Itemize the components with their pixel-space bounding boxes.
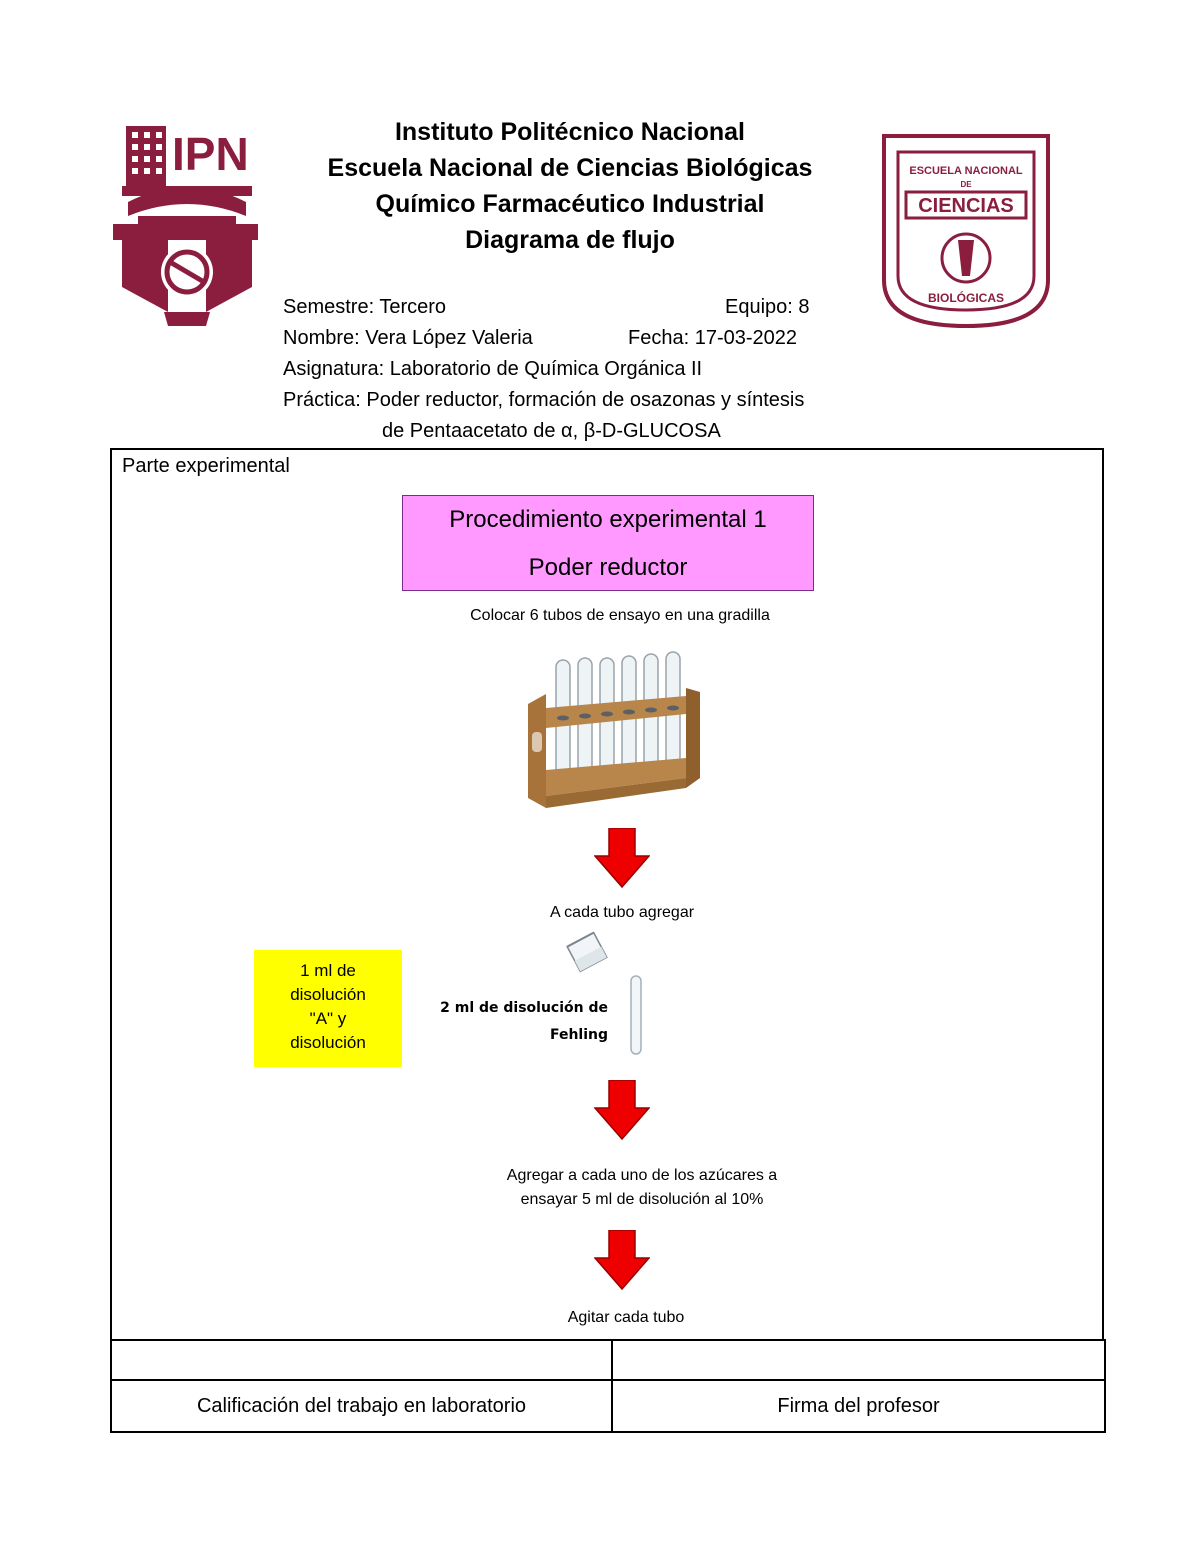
down-arrow-icon [593, 1229, 651, 1291]
reagent-note-line: 1 ml de [300, 961, 356, 980]
document-type: Diagrama de flujo [465, 226, 675, 254]
svg-text:BIOLÓGICAS: BIOLÓGICAS [928, 290, 1004, 305]
fehling-line: 2 ml de disolución de [440, 1000, 608, 1016]
nombre-text: Nombre: Vera López Valeria [283, 327, 533, 349]
asignatura-text: Asignatura: Laboratorio de Química Orgán… [283, 358, 703, 380]
grade-field[interactable] [110, 1339, 613, 1381]
step-4-text: Agitar cada tubo [567, 1309, 685, 1326]
down-arrow-icon [593, 827, 651, 889]
fecha-text: Fecha: 17-03-2022 [628, 327, 798, 349]
signature-label: Firma del profesor [611, 1379, 1106, 1433]
school-name: Escuela Nacional de Ciencias Biológicas [327, 154, 813, 182]
step-2-text: A cada tubo agregar [549, 904, 695, 921]
test-tube-image [628, 974, 644, 1058]
fehling-label: 2 ml de disolución de Fehling [418, 995, 608, 1049]
procedure-title: Procedimiento experimental 1 [449, 506, 767, 533]
test-tube-rack-image [528, 648, 700, 808]
svg-text:ESCUELA NACIONAL: ESCUELA NACIONAL [909, 165, 1023, 177]
ipn-logo: IPN [108, 112, 266, 330]
practica-text: Práctica: Poder reductor, formación de o… [283, 389, 805, 411]
step-1-text: Colocar 6 tubos de ensayo en una gradill… [470, 607, 770, 624]
semestre-text: Semestre: Tercero [283, 296, 447, 318]
career-name: Químico Farmacéutico Industrial [375, 190, 765, 218]
step-3-line: Agregar a cada uno de los azúcares a [506, 1167, 778, 1184]
svg-text:DE: DE [960, 180, 972, 189]
signature-field[interactable] [611, 1339, 1106, 1381]
beaker-image [558, 928, 616, 976]
section-label: Parte experimental [122, 455, 290, 477]
fehling-line: Fehling [549, 1027, 608, 1043]
grade-label: Calificación del trabajo en laboratorio [110, 1379, 613, 1433]
encb-logo: CIENCIAS ESCUELA NACIONAL DE BIOLÓGICAS [876, 130, 1056, 330]
down-arrow-icon [593, 1079, 651, 1141]
procedure-header: Procedimiento experimental 1 Poder reduc… [402, 495, 814, 591]
reagent-note-line: disolución [290, 985, 366, 1004]
institution-name: Instituto Politécnico Nacional [394, 118, 746, 146]
reagent-note-line: "A" y [309, 1009, 347, 1028]
reagent-note-box: 1 ml de disolución "A" y disolución [254, 950, 402, 1067]
svg-text:CIENCIAS: CIENCIAS [918, 195, 1014, 217]
document-title-block: Instituto Politécnico Nacional Escuela N… [240, 114, 900, 258]
evaluation-table: Calificación del trabajo en laboratorio … [110, 1339, 1106, 1433]
procedure-subtitle: Poder reductor [528, 554, 688, 581]
svg-text:IPN: IPN [172, 128, 249, 180]
step-3-line: ensayar 5 ml de disolución al 10% [520, 1191, 764, 1208]
equipo-text: Equipo: 8 [725, 296, 810, 318]
step-3-text: Agregar a cada uno de los azúcares a ens… [432, 1164, 852, 1212]
practica-text-continued: de Pentaacetato de α, β-D-GLUCOSA [382, 420, 721, 442]
reagent-note-line: disolución [290, 1033, 366, 1052]
